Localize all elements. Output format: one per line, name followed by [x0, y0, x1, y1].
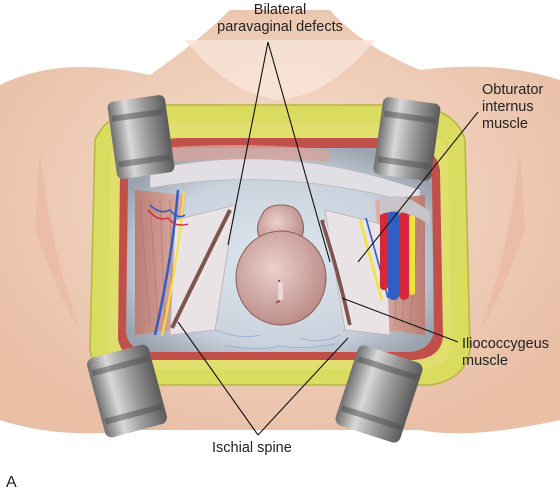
right-levator	[324, 209, 391, 336]
right-paravaginal-defect	[320, 219, 352, 326]
leader-lines	[177, 41, 479, 436]
label-line: Bilateral	[253, 2, 307, 18]
label-line: muscle	[462, 353, 508, 369]
retractor-top-right	[373, 97, 441, 181]
retractor-top-left	[107, 95, 175, 179]
vaginal-cuff	[235, 204, 327, 326]
retractor-bottom-right	[335, 345, 423, 443]
label-obturator-internus-muscle: Obturator internus muscle	[482, 82, 543, 133]
label-bilateral-paravaginal-defects: Bilateral paravaginal defects	[175, 2, 385, 36]
label-line: Obturator	[482, 82, 544, 98]
retractor-bottom-left	[87, 344, 167, 438]
panel-letter: A	[6, 474, 17, 491]
external-iliac-vessels	[380, 196, 430, 300]
label-iliococcygeus-muscle: Iliococcygeus muscle	[462, 336, 549, 370]
label-line: internus	[482, 99, 534, 115]
label-line: Iliococcygeus	[462, 336, 550, 352]
left-paravaginal-defect	[170, 209, 232, 329]
label-ischial-spine: Ischial spine	[212, 440, 292, 456]
label-line: muscle	[482, 116, 528, 132]
label-line: paravaginal defects	[217, 19, 343, 35]
